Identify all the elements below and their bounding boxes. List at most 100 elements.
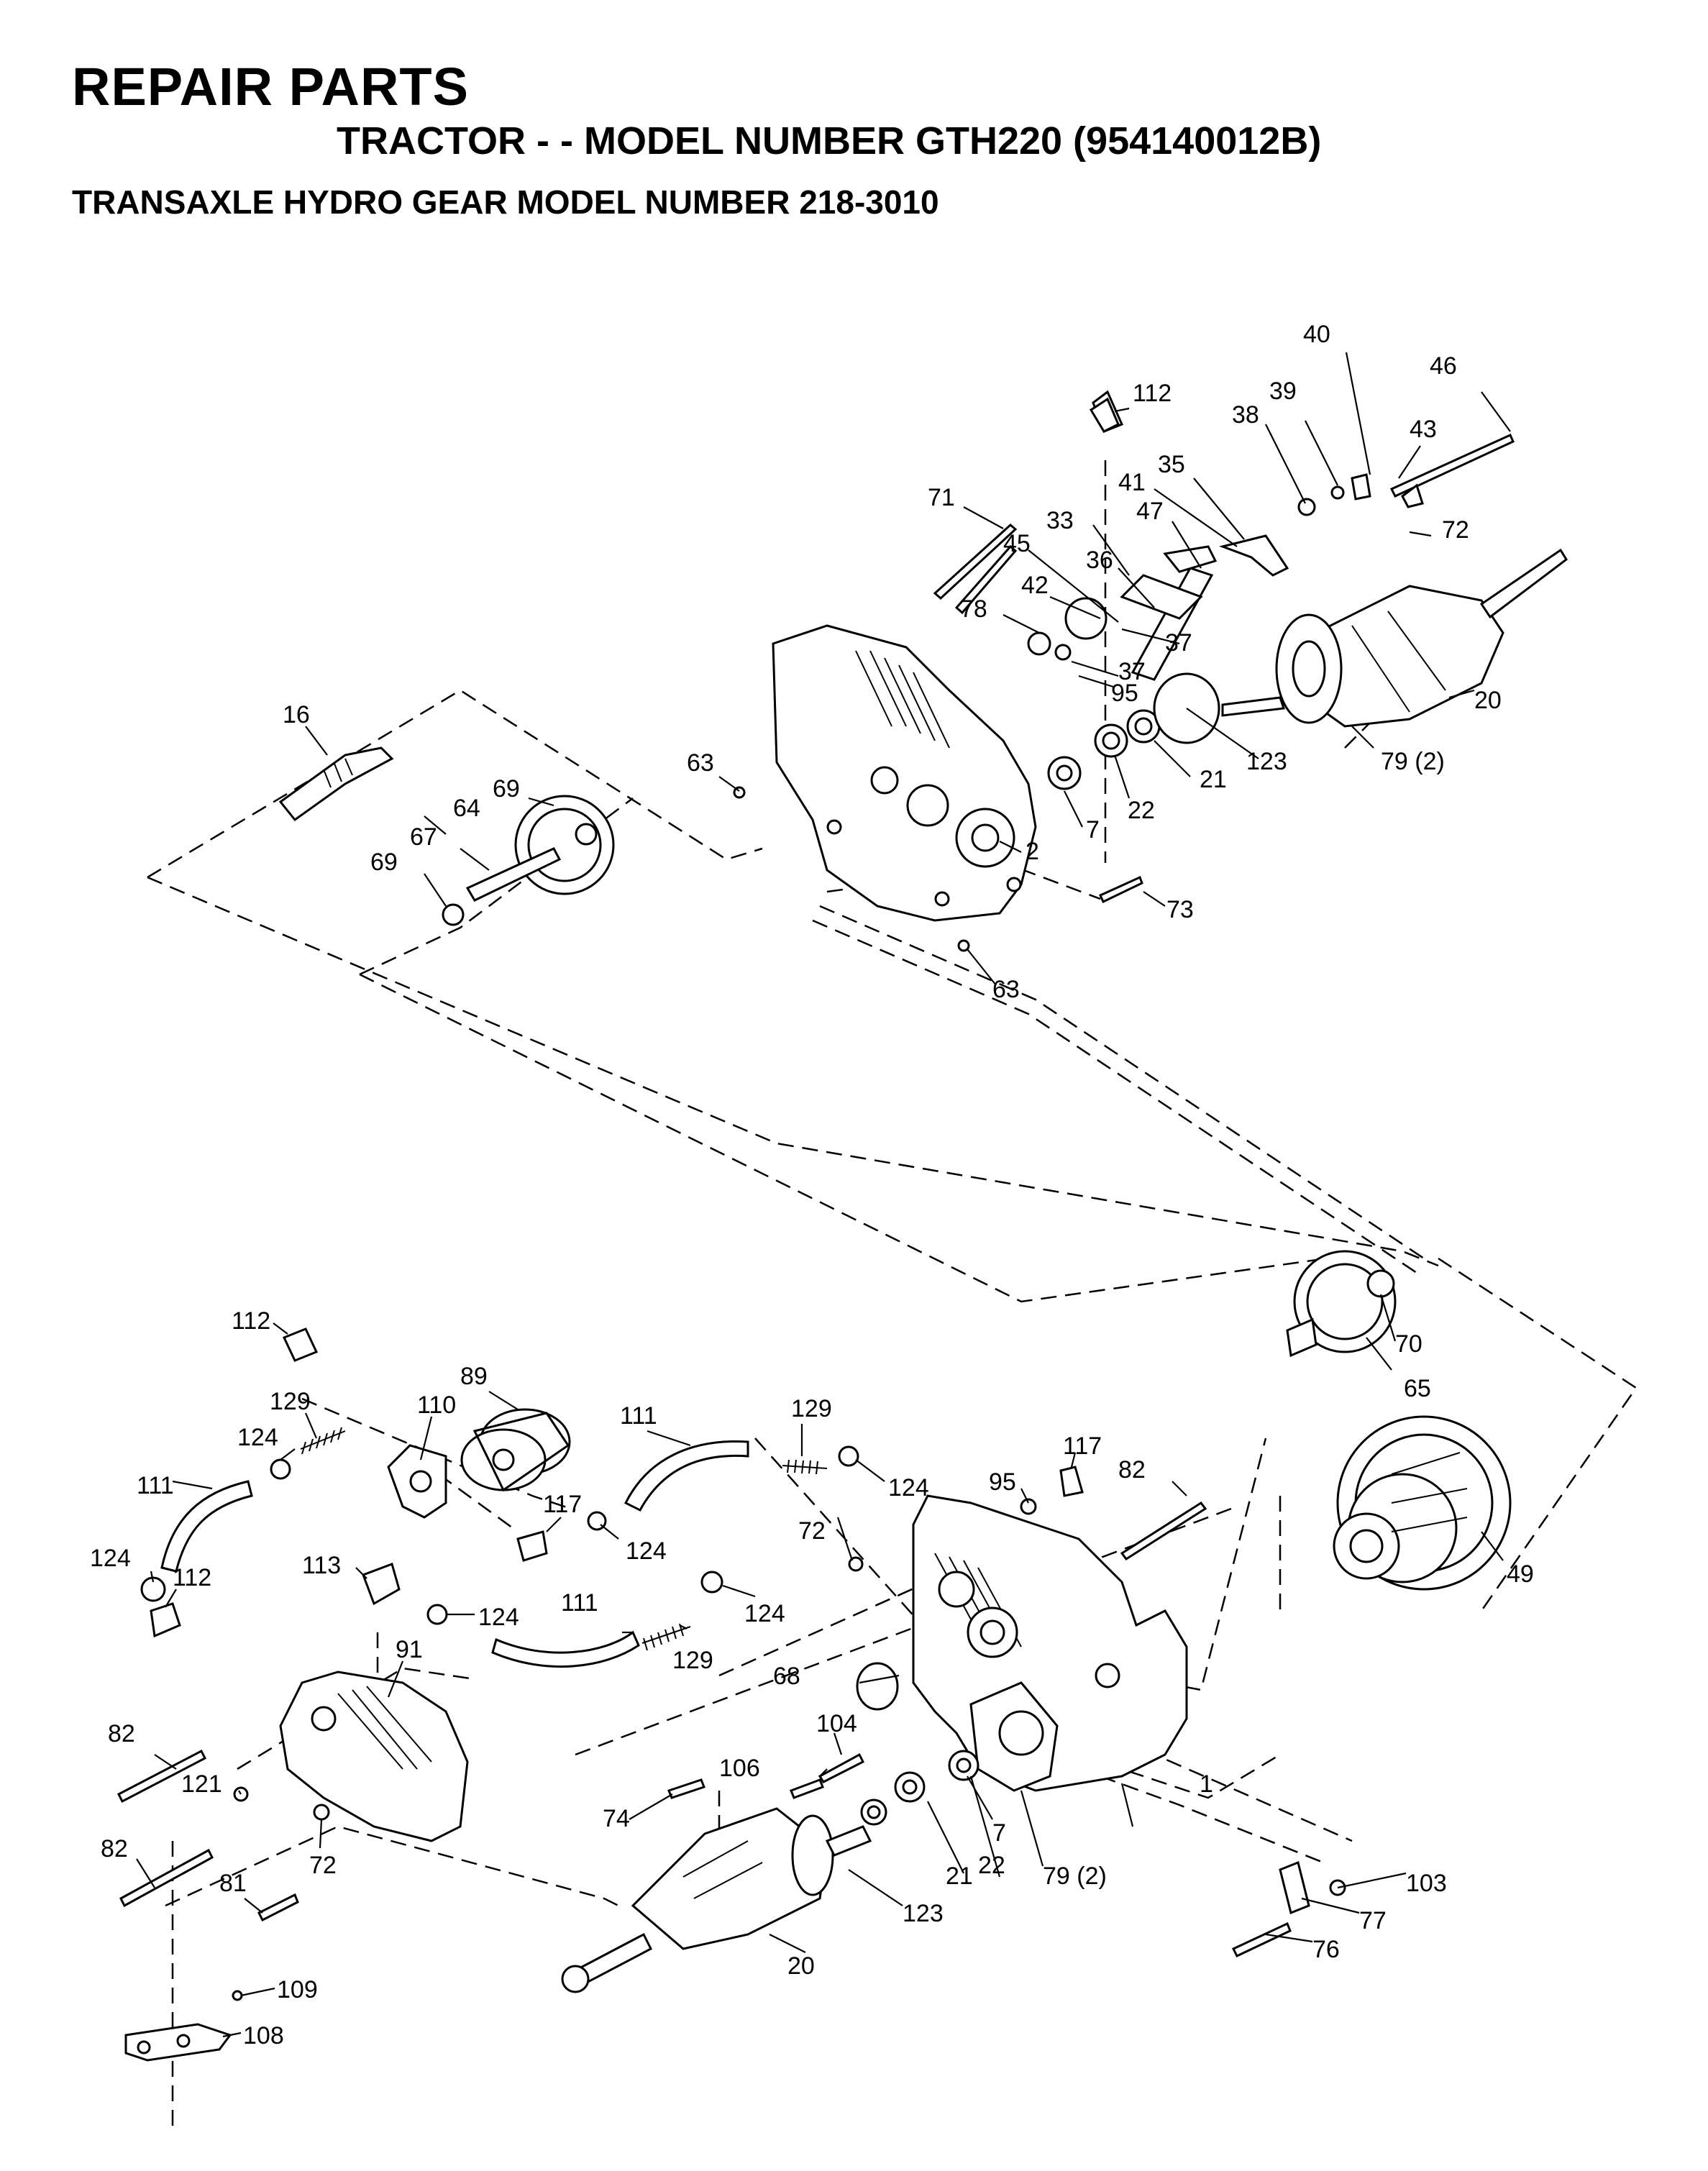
callout-2: 2	[1026, 838, 1039, 865]
callout-106: 106	[719, 1755, 760, 1782]
callout-63: 63	[687, 749, 714, 777]
callout-65: 65	[1404, 1375, 1431, 1402]
callout-111: 111	[561, 1589, 598, 1617]
callout-20: 20	[1474, 687, 1502, 714]
callout-129: 129	[791, 1395, 832, 1422]
center-case-housing	[772, 624, 1037, 922]
callout-67: 67	[410, 823, 437, 851]
callout-124: 124	[888, 1474, 929, 1502]
callout-73: 73	[1166, 896, 1194, 923]
callout-22: 22	[978, 1852, 1005, 1879]
bolts-lower	[117, 1498, 1207, 1922]
callout-38: 38	[1232, 401, 1259, 429]
callout-37: 37	[1118, 658, 1146, 685]
callout-71: 71	[928, 484, 955, 511]
right-axle-housing	[1221, 548, 1568, 728]
callout-124: 124	[744, 1600, 785, 1627]
callout-95: 95	[989, 1468, 1016, 1496]
callout-103: 103	[1406, 1870, 1447, 1897]
bypass-plate	[124, 1990, 243, 2062]
hoses	[160, 1440, 749, 1668]
callout-117: 117	[1063, 1432, 1102, 1460]
callout-111: 111	[620, 1402, 657, 1430]
control-arm-parts	[954, 390, 1515, 681]
callout-33: 33	[1046, 507, 1074, 534]
callout-21: 21	[1200, 766, 1227, 793]
callout-63: 63	[992, 976, 1020, 1003]
callout-109: 109	[277, 1976, 318, 2003]
callout-64: 64	[453, 795, 480, 822]
callout-72: 72	[309, 1852, 337, 1879]
callout-124: 124	[626, 1537, 667, 1565]
callout-82: 82	[1118, 1456, 1146, 1484]
lower-main-housing	[912, 1494, 1188, 1792]
callout-79-2: 79 (2)	[1381, 748, 1445, 775]
callout-16: 16	[283, 701, 310, 728]
callout-22: 22	[1128, 797, 1155, 824]
callout-124: 124	[237, 1424, 278, 1451]
page-title: REPAIR PARTS	[72, 57, 469, 116]
callout-70: 70	[1395, 1330, 1422, 1358]
callout-123: 123	[903, 1900, 944, 1927]
callout-112: 112	[1133, 380, 1172, 407]
callout-47: 47	[1136, 498, 1164, 525]
washers-lower	[856, 1662, 979, 1826]
callout-74: 74	[603, 1805, 630, 1832]
callout-110: 110	[417, 1391, 456, 1419]
callout-37: 37	[1165, 629, 1192, 657]
callout-7: 7	[992, 1819, 1006, 1847]
differential-49	[1333, 1415, 1512, 1591]
callout-1: 1	[1200, 1770, 1213, 1798]
elbow-fittings	[150, 397, 1120, 1638]
callout-20: 20	[787, 1952, 815, 1980]
bolts-upper	[733, 524, 1143, 952]
callout-111: 111	[137, 1472, 174, 1499]
bypass-arm	[1231, 1860, 1346, 1957]
callout-7: 7	[1086, 816, 1100, 844]
callout-124: 124	[478, 1604, 519, 1631]
callout-82: 82	[108, 1720, 135, 1747]
callout-117: 117	[543, 1491, 582, 1518]
callout-35: 35	[1158, 451, 1185, 478]
callout-46: 46	[1430, 352, 1457, 380]
callout-108: 108	[243, 2022, 284, 2049]
callout-72: 72	[1442, 516, 1469, 544]
callout-69: 69	[493, 775, 520, 803]
callout-45: 45	[1003, 530, 1031, 557]
hose-clamps	[140, 1445, 859, 1625]
callout-104: 104	[816, 1710, 857, 1737]
callout-82: 82	[101, 1835, 128, 1863]
callout-labels: 112 40 46 39 38 43 35 41 71 33 47 72 45 …	[90, 321, 1534, 2049]
callout-95: 95	[1111, 680, 1138, 707]
callout-113: 113	[302, 1552, 341, 1579]
callout-78: 78	[960, 595, 987, 623]
callout-129: 129	[672, 1647, 713, 1674]
callout-21: 21	[946, 1863, 973, 1890]
callout-77: 77	[1359, 1907, 1387, 1934]
callout-79-2: 79 (2)	[1043, 1863, 1107, 1890]
input-shaft-and-gear	[278, 746, 615, 926]
callout-124: 124	[90, 1545, 131, 1572]
oil-filter-89	[460, 1408, 571, 1492]
callout-72: 72	[798, 1517, 826, 1545]
callout-129: 129	[270, 1388, 311, 1415]
callout-41: 41	[1118, 469, 1146, 496]
filter-adapter-110	[387, 1444, 447, 1519]
callout-68: 68	[773, 1663, 800, 1690]
callout-49: 49	[1507, 1560, 1534, 1588]
pump-housing-91	[279, 1670, 469, 1842]
callout-43: 43	[1410, 416, 1437, 443]
springs	[300, 1427, 828, 1651]
callout-39: 39	[1269, 378, 1297, 405]
callout-123: 123	[1246, 748, 1287, 775]
callout-89: 89	[460, 1363, 488, 1390]
callout-91: 91	[396, 1636, 423, 1663]
callout-76: 76	[1312, 1936, 1340, 1963]
callout-40: 40	[1303, 321, 1330, 348]
callout-112: 112	[232, 1307, 270, 1335]
gear-65	[1286, 1250, 1397, 1358]
left-axle-housing	[561, 1807, 872, 1993]
callout-121: 121	[181, 1770, 222, 1798]
callout-81: 81	[219, 1870, 247, 1897]
